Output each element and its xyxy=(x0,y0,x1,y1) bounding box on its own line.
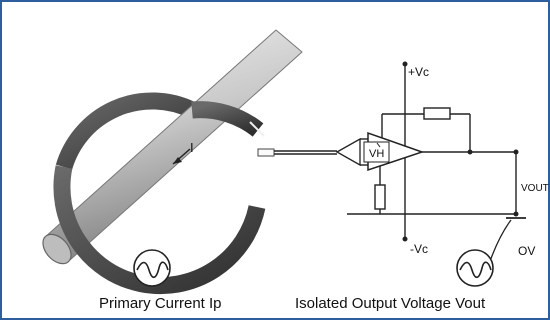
vh-label: VH xyxy=(369,148,384,160)
vout-label: VOUT xyxy=(521,183,549,194)
primary-current-meter-icon xyxy=(133,249,171,287)
hall-element xyxy=(257,148,337,157)
magnetic-core xyxy=(53,101,266,294)
input-resistor xyxy=(374,184,386,210)
current-arrow: I xyxy=(172,140,194,165)
op-amp: VH xyxy=(335,131,425,172)
output-voltage-caption: Isolated Output Voltage Vout xyxy=(295,295,486,312)
negative-supply-label: -Vc xyxy=(410,242,428,256)
current-label: I xyxy=(190,140,194,155)
positive-supply-label: +Vc xyxy=(408,65,429,79)
primary-conductor xyxy=(42,29,303,265)
feedback-resistor xyxy=(423,107,451,120)
output-voltage-meter-icon xyxy=(456,219,512,287)
magnetic-core-back xyxy=(55,92,196,170)
primary-current-caption: Primary Current Ip xyxy=(99,295,222,312)
ground-label: OV xyxy=(518,244,535,258)
